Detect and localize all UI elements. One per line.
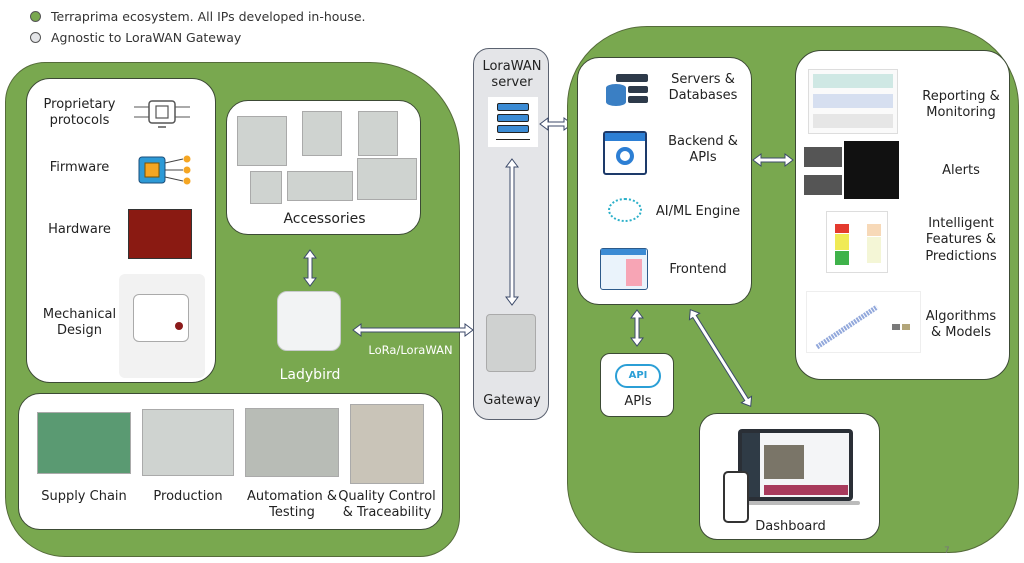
arrow-server-gateway — [505, 158, 519, 306]
stack-label: Frontend — [669, 262, 727, 277]
accessory-photo — [302, 111, 342, 156]
arrow-stack-dashboard — [688, 308, 753, 408]
api-cloud-icon: API — [615, 364, 661, 388]
manufacturing-label: Supply Chain — [41, 489, 127, 504]
reporting-charts-image — [808, 69, 898, 134]
production-photo — [142, 409, 234, 476]
alerts-screens-image — [804, 141, 899, 199]
automation-photo — [245, 408, 339, 477]
feature-label: Alerts — [942, 163, 980, 178]
feature-label: Algorithms & Models — [925, 309, 997, 341]
software-stack-box: Servers & Databases Backend & APIs AI/ML… — [577, 57, 752, 305]
ip-item-label: Proprietary protocols — [43, 97, 116, 129]
qc-photo — [350, 404, 424, 484]
accessory-photo — [287, 171, 353, 201]
ip-item-label: Mechanical Design — [42, 307, 117, 339]
accessories-label: Accessories — [283, 211, 366, 227]
legend-label: Agnostic to LoraWAN Gateway — [51, 30, 242, 45]
arrow-stack-features — [752, 153, 794, 167]
code-window-icon — [600, 248, 648, 290]
apis-box[interactable]: API APIs — [600, 353, 674, 417]
accessory-photo — [357, 158, 417, 200]
server-rack-icon — [488, 97, 538, 147]
feature-label: Intelligent Features & Predictions — [925, 216, 997, 264]
manufacturing-label: Production — [153, 489, 223, 504]
exploded-enclosure-image — [119, 274, 205, 378]
gateway-device-image — [486, 314, 536, 372]
dashboard-box[interactable]: Dashboard — [699, 413, 880, 540]
arrow-accessories-ladybird — [303, 249, 317, 287]
manufacturing-label: Automation & Testing — [247, 489, 337, 521]
green-dot-icon — [30, 11, 41, 22]
laptop-screen-image — [738, 429, 853, 501]
accessories-box: Accessories — [226, 100, 421, 235]
algorithms-plot-image — [806, 291, 921, 353]
page-number: 7 — [944, 546, 950, 556]
ip-item-label: Hardware — [48, 222, 111, 237]
protocol-monitor-icon — [134, 100, 190, 128]
laptop-base — [730, 501, 860, 505]
ip-item-label: Firmware — [49, 160, 110, 175]
gateway-column: LoraWAN server Gateway — [473, 48, 549, 420]
arrow-lora-link — [352, 323, 474, 337]
chip-icon — [138, 155, 191, 185]
accessory-photo — [250, 171, 282, 204]
pcb-board-image — [128, 209, 192, 259]
gray-dot-icon — [30, 32, 41, 43]
stack-label: Servers & Databases — [668, 72, 738, 104]
legend-label: Terraprima ecosystem. All IPs developed … — [51, 9, 366, 24]
supply-chain-photo — [37, 412, 131, 474]
legend-item-ecosystem: Terraprima ecosystem. All IPs developed … — [30, 6, 366, 27]
phone-image — [723, 471, 749, 523]
predictions-image — [826, 211, 888, 273]
api-badge-text: API — [628, 370, 648, 381]
stack-label: AI/ML Engine — [655, 204, 741, 219]
accessory-photo — [237, 116, 287, 166]
apis-label: APIs — [624, 394, 652, 409]
lora-link-label: LoRa/LoraWAN — [368, 343, 453, 357]
legend-item-agnostic: Agnostic to LoraWAN Gateway — [30, 27, 366, 48]
features-box: Reporting & Monitoring Alerts Intelligen… — [795, 50, 1010, 380]
arrow-stack-apis — [630, 309, 644, 347]
ladybird-label: Ladybird — [279, 367, 341, 383]
legend: Terraprima ecosystem. All IPs developed … — [30, 6, 366, 48]
feature-label: Reporting & Monitoring — [922, 89, 1000, 121]
gear-window-icon — [603, 131, 647, 175]
lorawan-server-label: LoraWAN server — [482, 59, 542, 91]
database-server-icon — [606, 74, 648, 108]
dashboard-label: Dashboard — [755, 519, 826, 534]
ip-items-box: Proprietary protocols Firmware Hardware … — [26, 78, 216, 383]
manufacturing-box: Supply Chain Production Automation & Tes… — [18, 393, 443, 530]
ladybird-device-image — [277, 291, 341, 351]
brain-network-icon — [608, 198, 642, 222]
gateway-label: Gateway — [483, 393, 541, 408]
stack-label: Backend & APIs — [668, 134, 738, 166]
manufacturing-label: Quality Control & Traceability — [338, 489, 436, 521]
accessory-photo — [358, 111, 398, 156]
